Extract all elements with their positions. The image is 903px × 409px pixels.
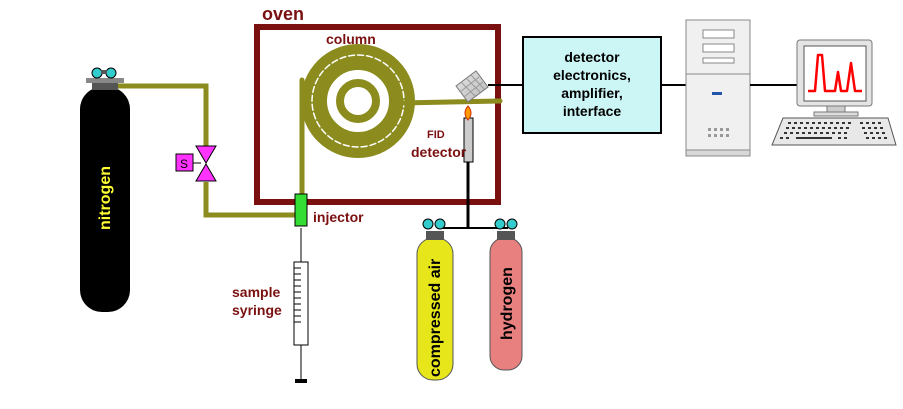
injector-label: injector	[313, 209, 364, 225]
sample-syringe	[293, 228, 309, 383]
computer-tower-icon	[685, 19, 751, 157]
nitrogen-cylinder	[80, 78, 130, 312]
carrier-gas-line	[116, 83, 296, 218]
injector	[294, 193, 308, 227]
valve-mark: S	[180, 157, 188, 171]
nitrogen-gauge-icon	[91, 67, 117, 79]
sample-label: sample	[232, 284, 280, 300]
column-label: column	[326, 31, 376, 47]
compressed-air-label: compressed air	[427, 259, 444, 377]
hydrogen-label: hydrogen	[499, 267, 516, 340]
electronics-line-3: amplifier,	[561, 85, 622, 101]
syringe-label: syringe	[232, 302, 282, 318]
keyboard-icon	[771, 117, 897, 146]
fid-label: FID	[427, 129, 445, 141]
column-coil	[299, 44, 503, 208]
electronics-line-2: electronics,	[553, 67, 631, 83]
air-gauge-icon	[422, 218, 446, 230]
chromatogram-peaks	[808, 53, 862, 93]
solenoid-valve	[175, 145, 217, 182]
hydrogen-gauge-icon	[494, 218, 518, 230]
nitrogen-label: nitrogen	[97, 166, 114, 230]
monitor-icon	[796, 39, 873, 117]
detector-label: detector	[411, 144, 467, 160]
electronics-line-4: interface	[563, 103, 622, 119]
hydrogen-cylinder	[489, 231, 523, 371]
fid-detector	[463, 105, 474, 228]
detector-electronics-box	[522, 36, 662, 134]
oven-label: oven	[262, 4, 304, 24]
electronics-line-1: detector	[564, 49, 620, 65]
compressed-air-cylinder	[416, 231, 454, 381]
collector-grid-icon	[455, 70, 489, 103]
